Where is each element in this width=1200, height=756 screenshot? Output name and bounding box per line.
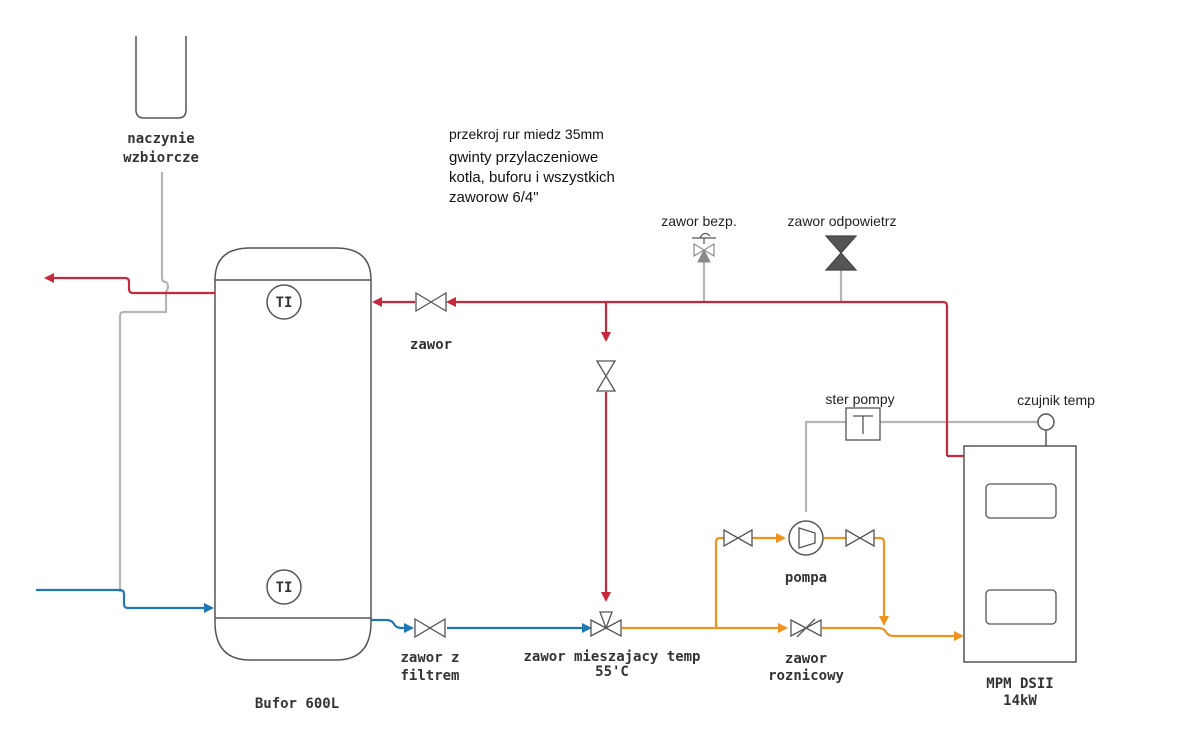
pump-out-pipe [874,536,889,626]
safety-valve-icon[interactable] [692,232,716,263]
valve-filter-label-2: filtrem [400,668,459,684]
hot-supply-pipe [446,297,949,456]
diff-valve-label-2: roznicowy [768,668,844,684]
temp-sensor-icon[interactable] [1037,413,1055,448]
ti-top-sensor [266,284,302,320]
buffer-tank: TI TI Bufor 600L [214,247,372,712]
cold-outlet-pipe [371,618,414,633]
boiler-label-1: MPM DSII [986,676,1053,692]
expansion-vessel-label-2: wzbiorcze [123,150,199,166]
note-line-2: gwinty przylaczeniowe [449,149,598,166]
note-line-1: przekroj rur miedz 35mm [449,126,604,142]
valve-hot-icon[interactable] [415,291,447,313]
air-vent-label: zawor odpowietrz [788,213,897,229]
controller-line-left [804,420,846,512]
boiler-door-bottom [985,589,1057,625]
cold-pipes [36,588,592,633]
cold-inlet-pipe [36,588,214,613]
control-lines [118,172,1046,592]
expansion-vessel-label-1: naczynie [127,131,194,147]
safety-valve-label: zawor bezp. [661,213,736,229]
return-pipes [622,533,964,641]
buffer-label: Bufor 600L [255,696,339,712]
expansion-vessel: naczynie wzbiorcze [123,36,199,166]
mixing-valve-label-1: zawor mieszajacy temp [523,649,700,665]
pump-valve-left-icon[interactable] [723,528,753,548]
pump-bypass-pipe [714,536,724,628]
air-vent-icon[interactable] [824,235,858,271]
pump-controller-label: ster pompy [825,391,894,407]
mixing-valve-icon[interactable] [590,611,622,638]
diff-valve-label-1: zawor [785,651,827,667]
boiler-label-2: 14kW [1003,693,1037,709]
temp-sensor-label: czujnik temp [1017,392,1095,408]
valve-filter-icon[interactable] [414,617,446,639]
boiler-door-top [985,483,1057,519]
boiler: MPM DSII 14kW [963,445,1077,709]
expansion-line [118,172,170,592]
hot-pipes [44,273,964,602]
ti-bottom-sensor [266,569,302,605]
pump-valve-right-icon[interactable] [845,528,875,548]
ti-bottom-label: TI [276,580,293,596]
note-line-3: kotla, buforu i wszystkich [449,169,615,186]
pump-controller-icon[interactable] [845,407,881,441]
hot-outlet-pipe [44,273,215,295]
pump-label: pompa [785,570,827,586]
valve-hot-label: zawor [410,337,452,353]
valve-filter-label-1: zawor z [400,650,459,666]
pump-icon[interactable] [788,520,824,556]
return-diff-to-boiler [822,626,964,641]
ti-top-label: TI [276,295,293,311]
mixing-valve-label-2: 55'C [595,664,629,680]
note-line-4: zaworow 6/4" [449,189,539,206]
diff-valve-icon[interactable] [790,618,822,638]
pipe-spec-note: przekroj rur miedz 35mm gwinty przylacze… [449,126,615,206]
valve-vertical-icon[interactable] [595,360,617,392]
